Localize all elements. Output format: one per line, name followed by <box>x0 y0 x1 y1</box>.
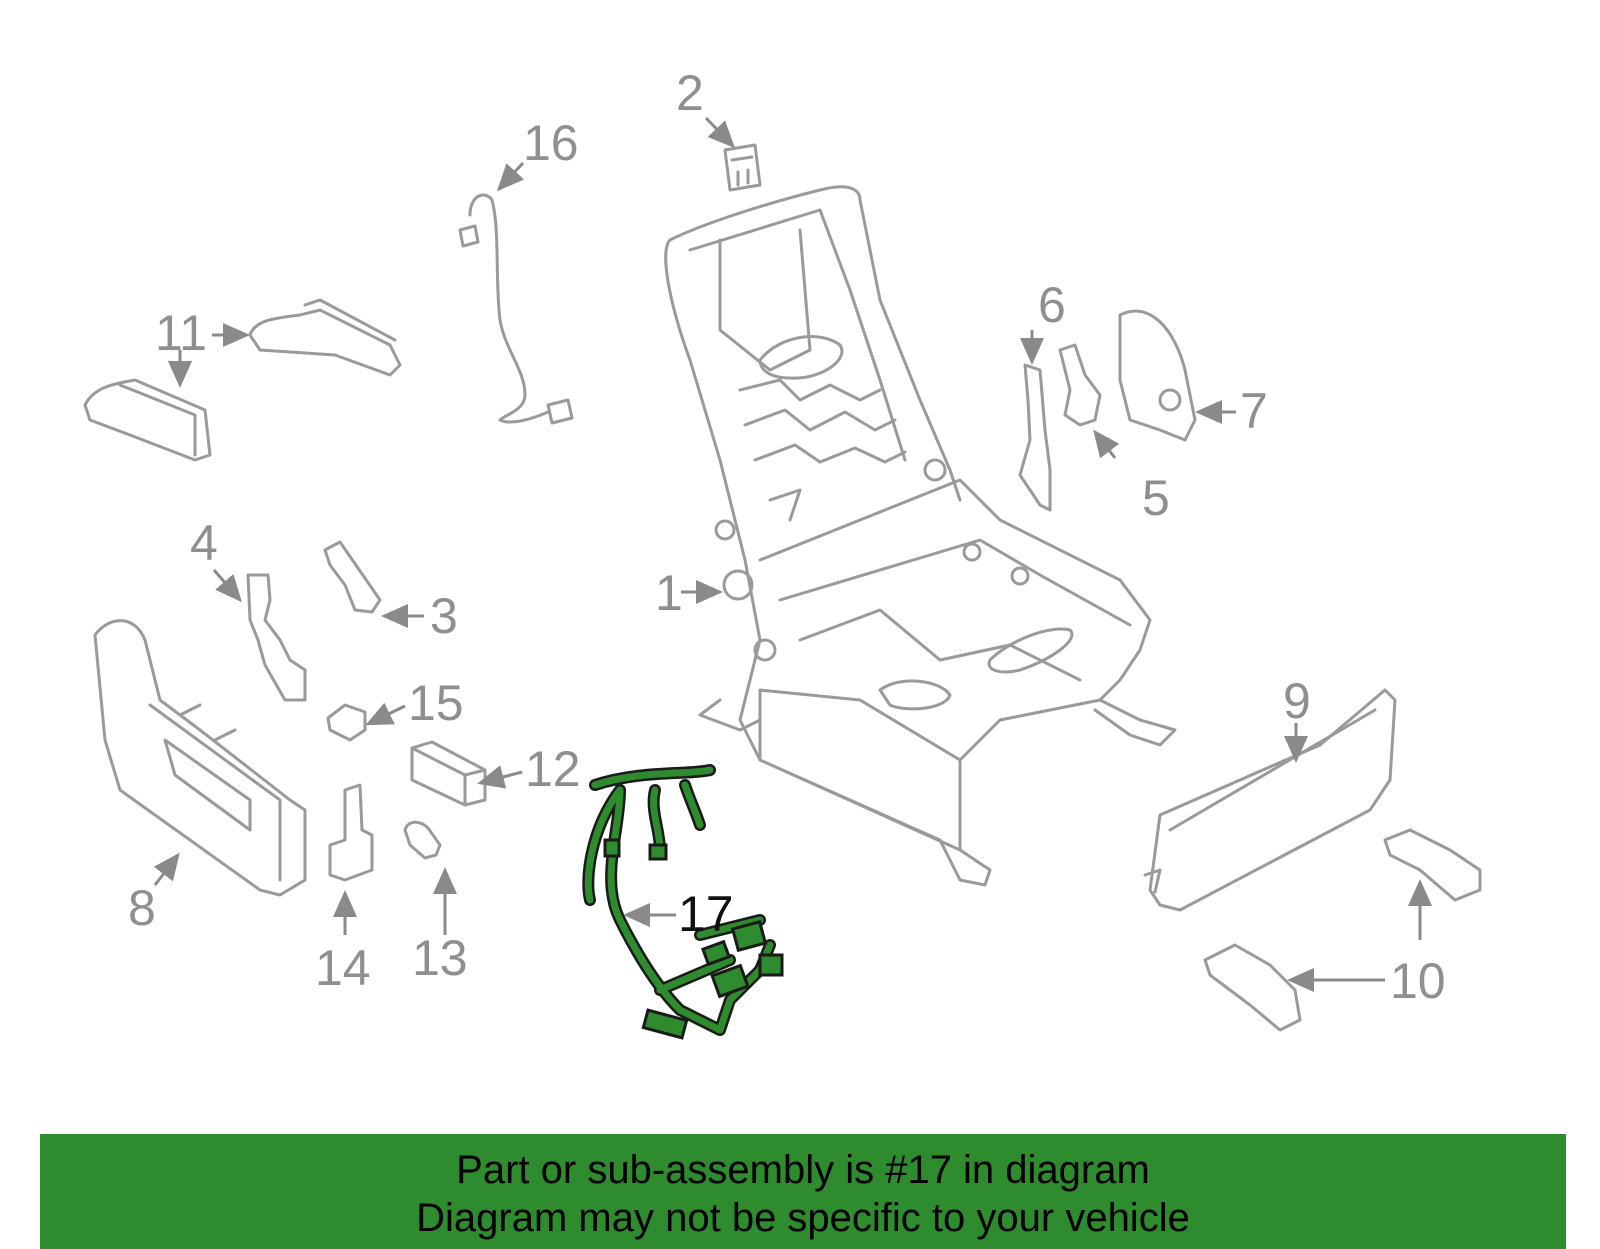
part-7-cover[interactable] <box>1118 309 1197 442</box>
part-14-bracket[interactable] <box>328 783 374 882</box>
callout-10: 10 <box>1390 953 1446 1009</box>
leader-lines <box>153 116 1432 992</box>
part-17-wire-harness[interactable] <box>582 764 784 1040</box>
part-13-plug[interactable] <box>403 820 442 860</box>
callout-15: 15 <box>408 675 464 731</box>
callout-13: 13 <box>412 930 468 986</box>
callout-11: 11 <box>155 305 207 361</box>
callout-5: 5 <box>1142 470 1170 526</box>
info-banner: Part or sub-assembly is #17 in diagram D… <box>40 1134 1566 1249</box>
callout-16: 16 <box>523 115 579 171</box>
callout-4: 4 <box>190 515 218 571</box>
banner-line-2: Diagram may not be specific to your vehi… <box>416 1196 1190 1240</box>
part-3-bracket[interactable] <box>323 540 382 614</box>
callout-1: 1 <box>655 565 683 621</box>
callout-labels: 2 16 11 6 7 5 4 3 1 15 12 9 8 17 14 13 1… <box>128 65 1446 1009</box>
part-9-side-cover[interactable] <box>1143 688 1397 912</box>
callout-6: 6 <box>1038 277 1066 333</box>
banner-line-1: Part or sub-assembly is #17 in diagram <box>456 1148 1150 1192</box>
part-11-trim[interactable] <box>83 298 402 462</box>
callout-8: 8 <box>128 880 156 936</box>
part-12-plug[interactable] <box>410 740 487 807</box>
callout-3: 3 <box>430 588 458 644</box>
callout-17: 17 <box>678 886 734 942</box>
part-4-bracket[interactable] <box>246 573 307 702</box>
part-15-clip[interactable] <box>326 703 367 742</box>
part-8-side-shield[interactable] <box>93 619 307 897</box>
callout-12: 12 <box>525 741 581 797</box>
part-6-trim[interactable] <box>1018 363 1052 512</box>
callout-9: 9 <box>1283 673 1311 729</box>
part-5-bracket[interactable] <box>1058 343 1102 427</box>
callout-2: 2 <box>676 65 704 121</box>
callout-7: 7 <box>1240 383 1268 439</box>
part-2-clip[interactable] <box>723 143 762 192</box>
callout-14: 14 <box>315 940 371 996</box>
part-10-track-cover[interactable] <box>1203 828 1482 1032</box>
part-16-wire[interactable] <box>458 193 574 425</box>
part-1-seat-frame[interactable] <box>664 185 1177 887</box>
